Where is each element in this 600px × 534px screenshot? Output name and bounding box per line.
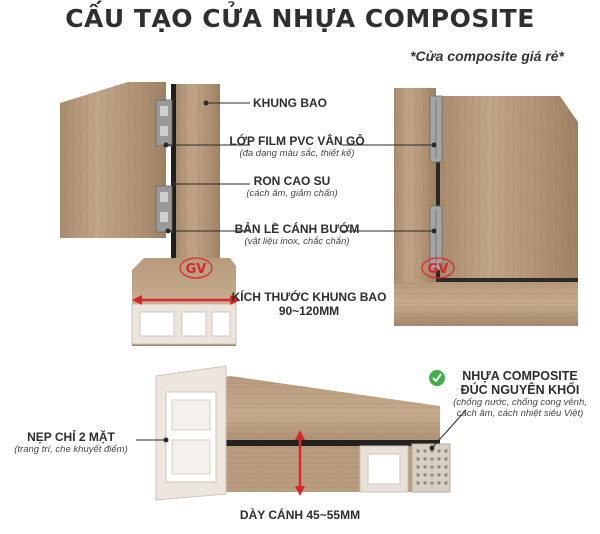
rubber-gasket [171, 84, 176, 324]
label-kich-thuoc: KÍCH THƯỚC KHUNG BAO [231, 290, 387, 304]
callout-nhua-composite: NHỰA COMPOSITE ĐÚC NGUYÊN KHỐI (chống nư… [446, 369, 594, 419]
label-ron: RON CAO SU [253, 174, 331, 188]
hinge-right-top [429, 95, 443, 163]
svg-text:GV: GV [428, 262, 449, 277]
door-section-illustration [155, 365, 451, 501]
check-icon [429, 370, 445, 386]
callout-film: LỚP FILM PVC VÂN GỖ (đa dạng màu sắc, th… [222, 134, 372, 159]
hinge-right-bottom [429, 205, 443, 271]
frame-corner-illustration: GV [60, 82, 240, 346]
gv-logo-right: GV [421, 257, 455, 279]
gv-logo-left: GV [179, 257, 213, 279]
note-nhua-2: cách âm, cách nhiệt siêu Việt) [456, 408, 584, 419]
label-nhua-2: ĐÚC NGUYÊN KHỐI [460, 383, 580, 397]
label-film: LỚP FILM PVC VÂN GỖ [229, 134, 365, 148]
page-subtitle: *Cửa composite giá rẻ* [410, 48, 564, 64]
label-nhua-1: NHỰA COMPOSITE [462, 369, 578, 383]
label-khung-bao: KHUNG BAO [253, 96, 327, 110]
callout-ron: RON CAO SU (cách âm, giảm chấn) [232, 174, 352, 199]
door-hinge-illustration: GV [394, 88, 578, 326]
hinge-bottom [155, 185, 173, 233]
callout-nep-chi: NẸP CHỈ 2 MẶT (trang trí, che khuyết điể… [4, 430, 138, 455]
label-nep-chi: NẸP CHỈ 2 MẶT [27, 430, 115, 444]
note-ban-le: (vật liệu inox, chắc chắn) [244, 236, 350, 247]
callout-ban-le: BẢN LỀ CÁNH BƯỚM (vật liệu inox, chắc ch… [222, 222, 372, 247]
value-kich-thuoc: 90~120MM [278, 304, 340, 318]
page-title: CẤU TẠO CỬA NHỰA COMPOSITE [65, 4, 535, 33]
note-ron: (cách âm, giảm chấn) [246, 188, 338, 199]
label-ban-le: BẢN LỀ CÁNH BƯỚM [234, 222, 360, 236]
note-nep-chi: (trang trí, che khuyết điểm) [14, 444, 128, 455]
hinge-top [155, 99, 173, 147]
svg-text:GV: GV [186, 262, 207, 277]
callout-kich-thuoc: KÍCH THƯỚC KHUNG BAO 90~120MM [226, 290, 392, 318]
callout-lines [136, 100, 467, 451]
note-nhua-1: (chống nước, chống cong vênh, [453, 397, 587, 408]
note-film: (đa dạng màu sắc, thiết kế) [239, 148, 355, 159]
label-day-canh: DÀY CÁNH 45~55MM [239, 508, 361, 522]
